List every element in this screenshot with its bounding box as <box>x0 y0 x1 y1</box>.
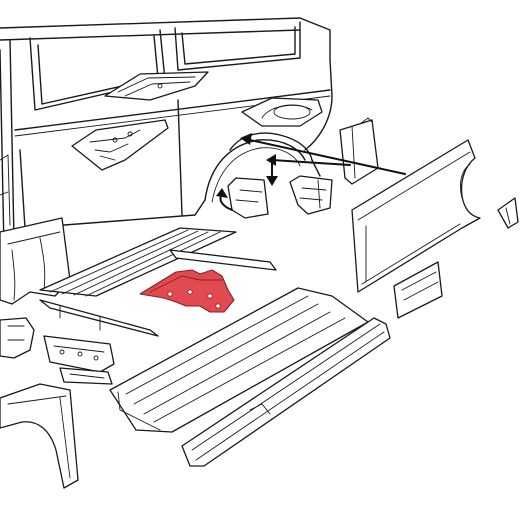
floor-panel-assembly <box>39 227 277 337</box>
right-gusset-bracket <box>289 175 333 215</box>
rear-corner-panel <box>339 117 379 185</box>
left-gusset-bracket <box>227 177 269 219</box>
upper-small-panel <box>104 71 209 101</box>
front-floor-section <box>109 287 369 433</box>
small-repair-brackets <box>0 317 115 385</box>
rear-wheel-arch-panel <box>351 139 481 293</box>
left-rear-corner-panel <box>0 217 71 305</box>
highlighted-crossmember <box>139 269 235 313</box>
side-sill-section <box>181 317 391 467</box>
lower-closing-panel <box>393 261 443 319</box>
vehicle-body-outline <box>0 17 333 251</box>
inner-wheel-tub <box>241 97 323 127</box>
mid-left-bracket-panel <box>71 119 169 171</box>
right-small-bracket <box>497 197 519 229</box>
assembly-arrows <box>216 133 406 211</box>
lower-left-arch-panel <box>0 383 79 489</box>
